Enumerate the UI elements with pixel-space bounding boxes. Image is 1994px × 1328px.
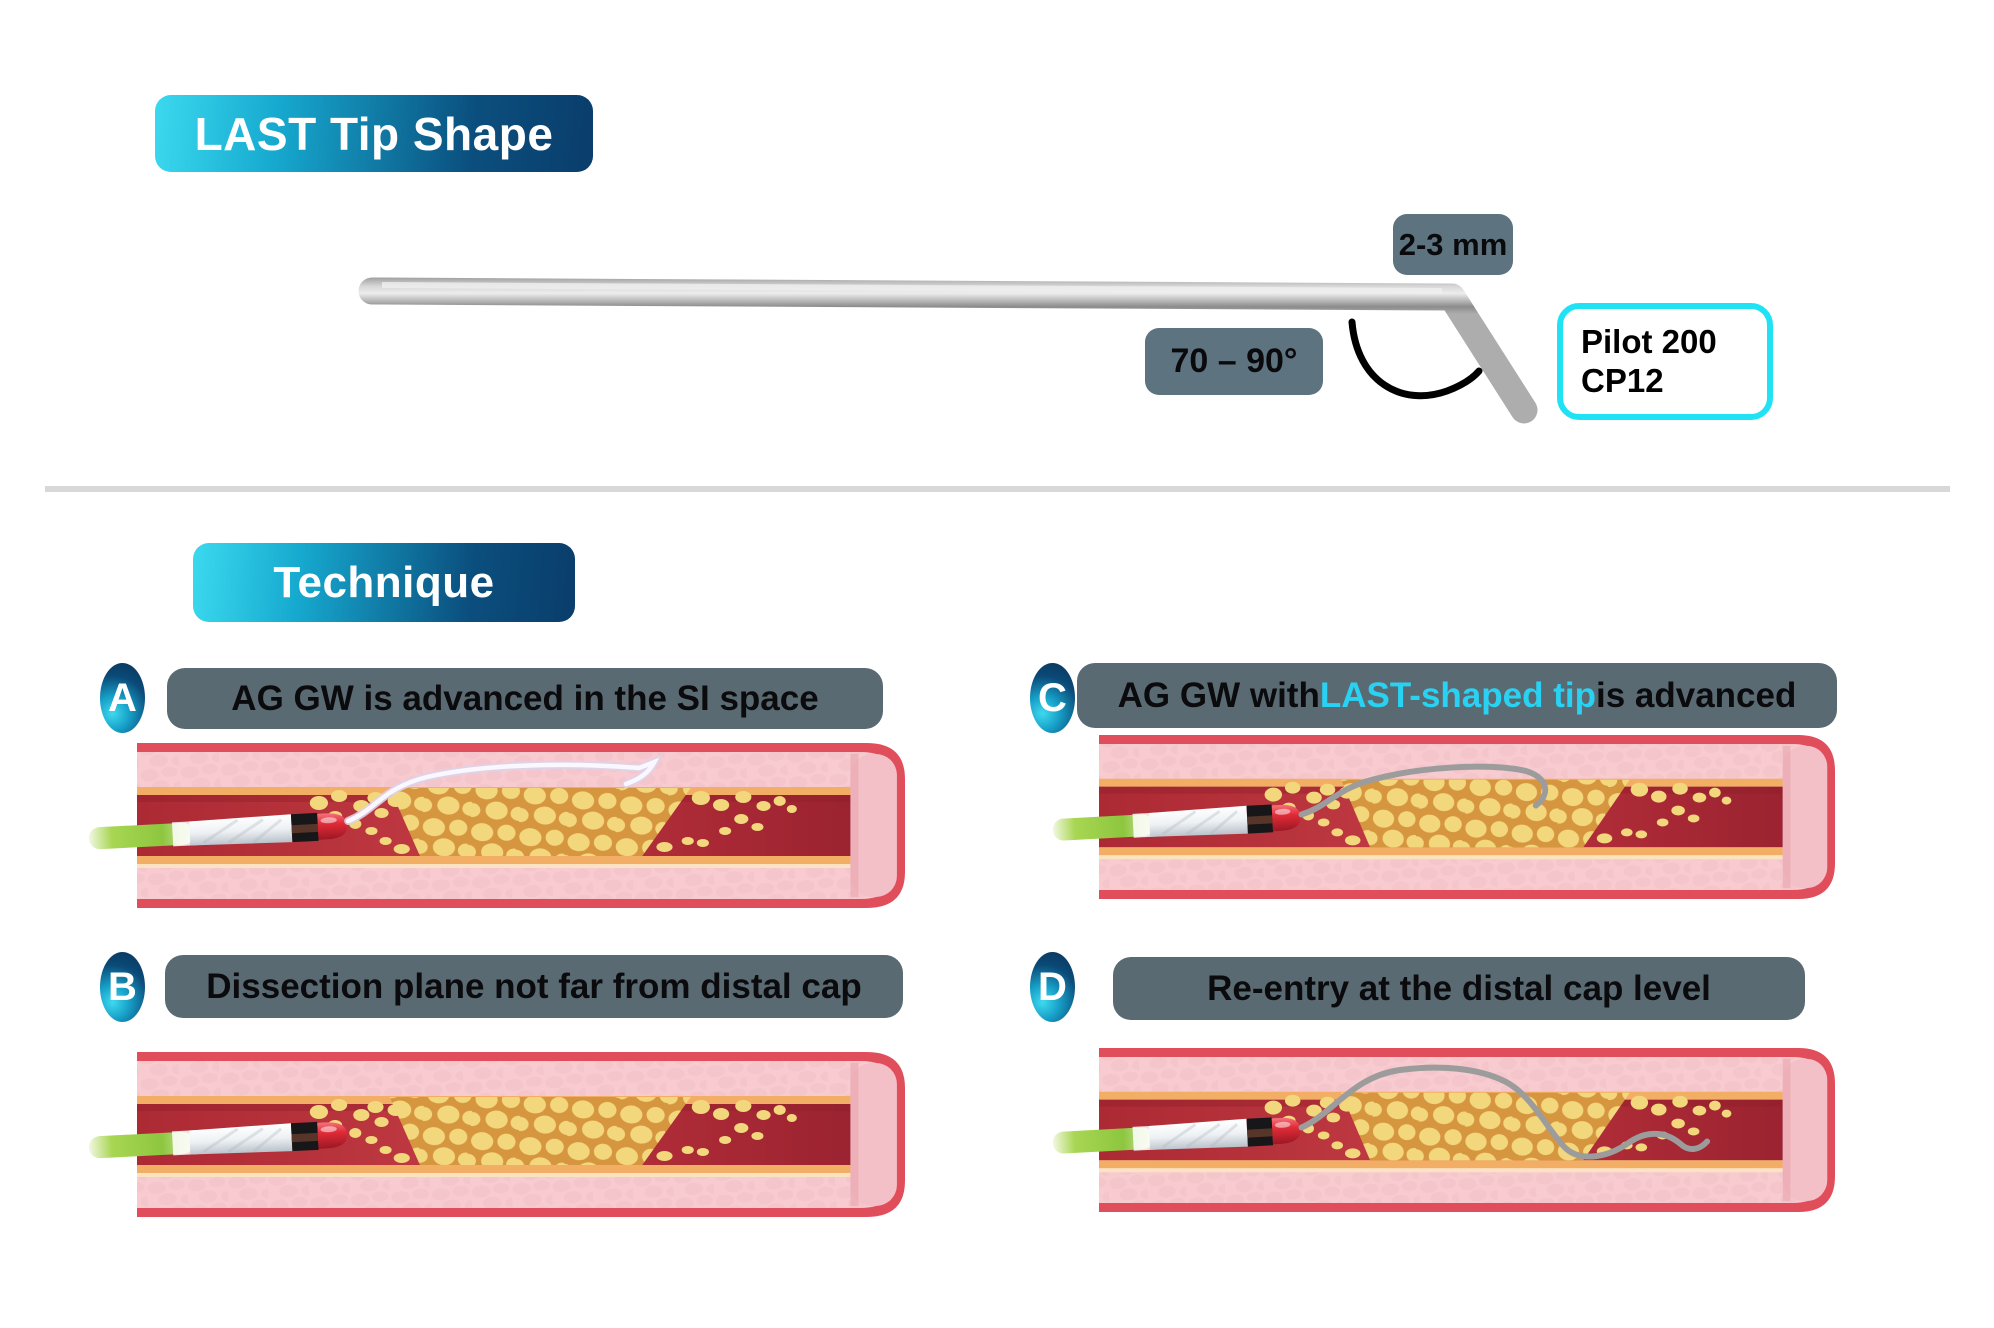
- wire-model-line2: CP12: [1581, 361, 1664, 399]
- panel-a-caption: AG GW is advanced in the SI space: [167, 668, 883, 729]
- panel-b-letter: B: [108, 964, 137, 1009]
- panel-d-caption: Re-entry at the distal cap level: [1113, 957, 1805, 1020]
- section-title-last-tip-shape: LAST Tip Shape: [155, 95, 593, 172]
- panel-c-guidewire-last-tip: [1298, 763, 1549, 818]
- guidewire-shaft: [358, 277, 1538, 424]
- tip-length-label: 2-3 mm: [1393, 214, 1513, 275]
- panel-a-vessel-illustration: [86, 741, 907, 910]
- panel-a-guidewire-subintimal: [345, 757, 660, 824]
- panel-d-letter-badge: D: [1030, 952, 1075, 1022]
- panel-b-vessel-illustration: [86, 1050, 907, 1219]
- panel-b-caption: Dissection plane not far from distal cap: [165, 955, 903, 1018]
- tip-angle-text: 70 – 90°: [1170, 342, 1298, 380]
- section-title-technique: Technique: [193, 543, 575, 622]
- panel-d-guidewire-reentry: [1298, 1064, 1711, 1160]
- section-title-text: LAST Tip Shape: [194, 107, 554, 160]
- section-divider: [45, 486, 1950, 492]
- wire-model-label: Pilot 200 CP12: [1557, 303, 1773, 420]
- panel-d-vessel-illustration: [1050, 1046, 1837, 1214]
- tip-angle-label: 70 – 90°: [1145, 328, 1323, 395]
- wire-model-line1: Pilot 200: [1581, 322, 1717, 360]
- panel-b-letter-badge: B: [100, 952, 145, 1022]
- technique-title-text: Technique: [273, 557, 495, 607]
- panel-d-letter: D: [1038, 964, 1067, 1009]
- tip-shape-illustration: [358, 277, 1538, 424]
- panel-c-letter-badge: C: [1030, 663, 1075, 733]
- panel-a-letter-badge: A: [100, 663, 145, 733]
- panel-c-letter: C: [1038, 675, 1067, 720]
- panel-c-vessel-illustration: [1050, 733, 1837, 901]
- panel-c-caption: AG GW with LAST-shaped tip is advanced: [1077, 663, 1837, 728]
- guidewire-highlight: [381, 282, 1443, 294]
- tip-length-text: 2-3 mm: [1398, 226, 1508, 262]
- panel-a-letter: A: [108, 675, 137, 720]
- angle-arc: [1348, 318, 1483, 400]
